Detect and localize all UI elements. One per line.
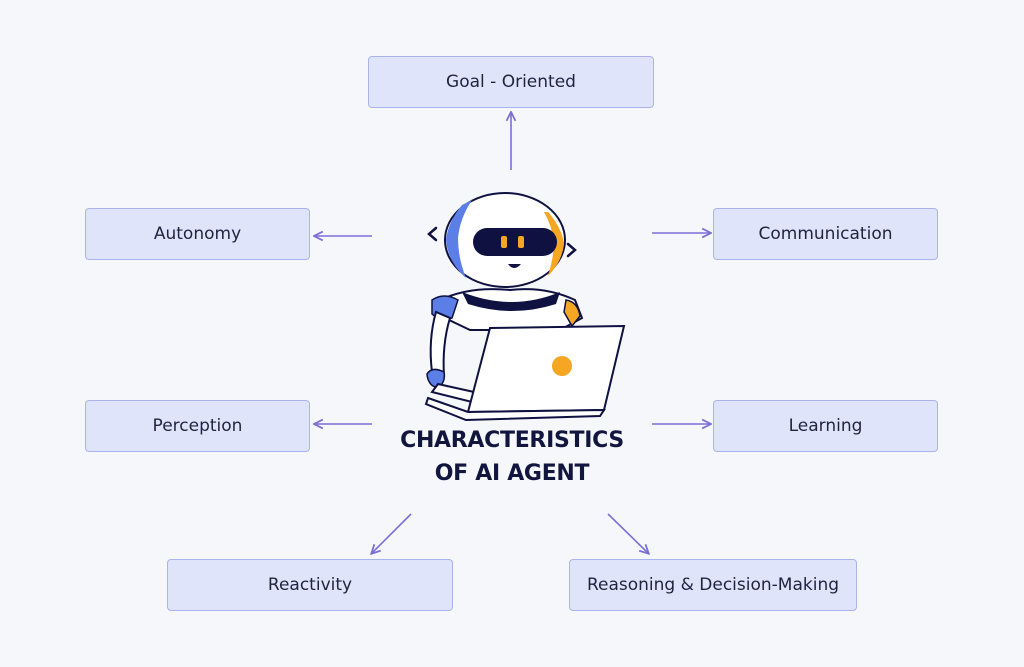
center-title: CHARACTERISTICS OF AI AGENT	[362, 424, 662, 490]
arrow-to-reasoning	[607, 513, 648, 553]
code-bracket-left-icon	[427, 226, 438, 242]
robot-right-shoulder	[563, 299, 581, 328]
robot-visor	[473, 228, 557, 256]
node-learning: Learning	[713, 400, 938, 452]
arrow-to-reactivity	[372, 513, 412, 553]
node-reactivity: Reactivity	[167, 559, 453, 611]
laptop-icon	[424, 324, 626, 422]
node-goal-oriented: Goal - Oriented	[368, 56, 654, 108]
code-bracket-right-icon	[566, 242, 577, 258]
node-communication: Communication	[713, 208, 938, 260]
node-reasoning-decision-making: Reasoning & Decision-Making	[569, 559, 857, 611]
node-perception: Perception	[85, 400, 310, 452]
robot-left-arm	[429, 310, 452, 378]
center-title-line2: OF AI AGENT	[434, 461, 590, 486]
laptop-logo	[552, 356, 572, 376]
node-autonomy: Autonomy	[85, 208, 310, 260]
robot-mouth	[508, 264, 521, 268]
robot-collar	[462, 292, 560, 311]
center-title-line1: CHARACTERISTICS	[400, 428, 624, 453]
robot-left-hand	[426, 368, 446, 389]
robot-head	[444, 192, 566, 288]
